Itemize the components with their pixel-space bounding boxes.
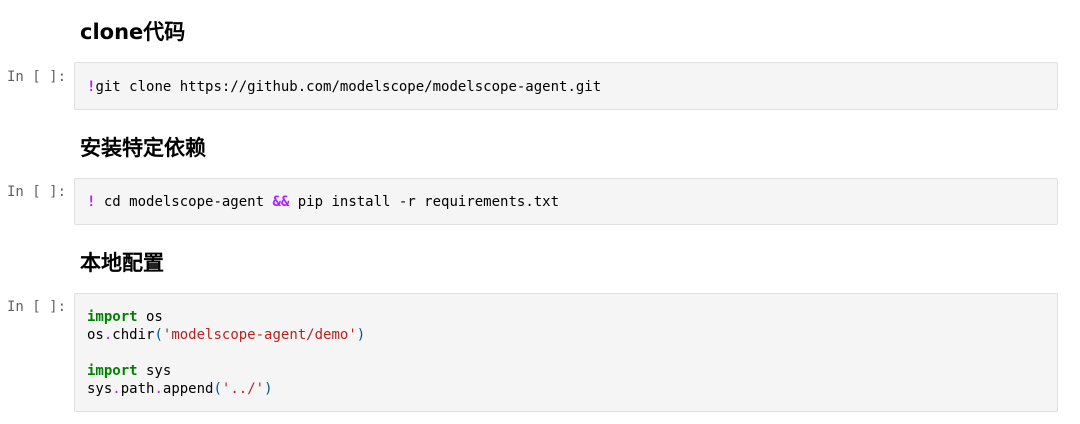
code-text: sys bbox=[87, 381, 113, 397]
import-keyword: import bbox=[87, 309, 138, 325]
code-text: os bbox=[87, 327, 104, 343]
dot-operator: . bbox=[154, 381, 163, 397]
code-text: pip install -r requirements.txt bbox=[289, 194, 560, 210]
paren: ) bbox=[264, 381, 273, 397]
code-line: ! cd modelscope-agent && pip install -r … bbox=[87, 193, 1045, 211]
code-text: append bbox=[162, 381, 214, 397]
paren: ( bbox=[213, 381, 222, 397]
magic-bang: ! bbox=[87, 194, 96, 210]
heading-clone-code: clone代码 bbox=[80, 20, 186, 44]
heading-local-config: 本地配置 bbox=[80, 251, 164, 275]
cell-prompt-3: In [ ]: bbox=[7, 299, 67, 315]
code-cell-1[interactable]: !git clone https://github.com/modelscope… bbox=[74, 62, 1058, 110]
dot-operator: . bbox=[112, 381, 121, 397]
code-line-blank bbox=[87, 344, 1045, 362]
dot-operator: . bbox=[103, 327, 113, 343]
code-text: path bbox=[120, 381, 155, 397]
code-line: import os bbox=[87, 308, 1045, 326]
code-text: cd modelscope-agent bbox=[95, 194, 273, 210]
code-text: sys bbox=[137, 363, 172, 379]
and-operator: && bbox=[272, 194, 290, 210]
heading-install-deps: 安装特定依赖 bbox=[80, 136, 206, 160]
cell-prompt-2: In [ ]: bbox=[7, 184, 67, 200]
magic-bang: ! bbox=[87, 79, 96, 95]
string-literal: 'modelscope-agent/demo' bbox=[162, 327, 357, 343]
code-line: import sys bbox=[87, 362, 1045, 380]
cell-prompt-1: In [ ]: bbox=[7, 69, 67, 85]
code-line: !git clone https://github.com/modelscope… bbox=[87, 78, 1045, 96]
code-line: os.chdir('modelscope-agent/demo') bbox=[87, 326, 1045, 344]
string-literal: '../' bbox=[221, 381, 265, 397]
code-cell-2[interactable]: ! cd modelscope-agent && pip install -r … bbox=[74, 178, 1058, 225]
code-text: os bbox=[137, 309, 163, 325]
code-line: sys.path.append('../') bbox=[87, 380, 1045, 398]
code-text: git clone https://github.com/modelscope/… bbox=[95, 79, 602, 95]
paren: ( bbox=[154, 327, 163, 343]
code-text: chdir bbox=[112, 327, 155, 343]
paren: ) bbox=[356, 327, 366, 343]
code-cell-3[interactable]: import os os.chdir('modelscope-agent/dem… bbox=[74, 293, 1058, 412]
import-keyword: import bbox=[87, 363, 138, 379]
